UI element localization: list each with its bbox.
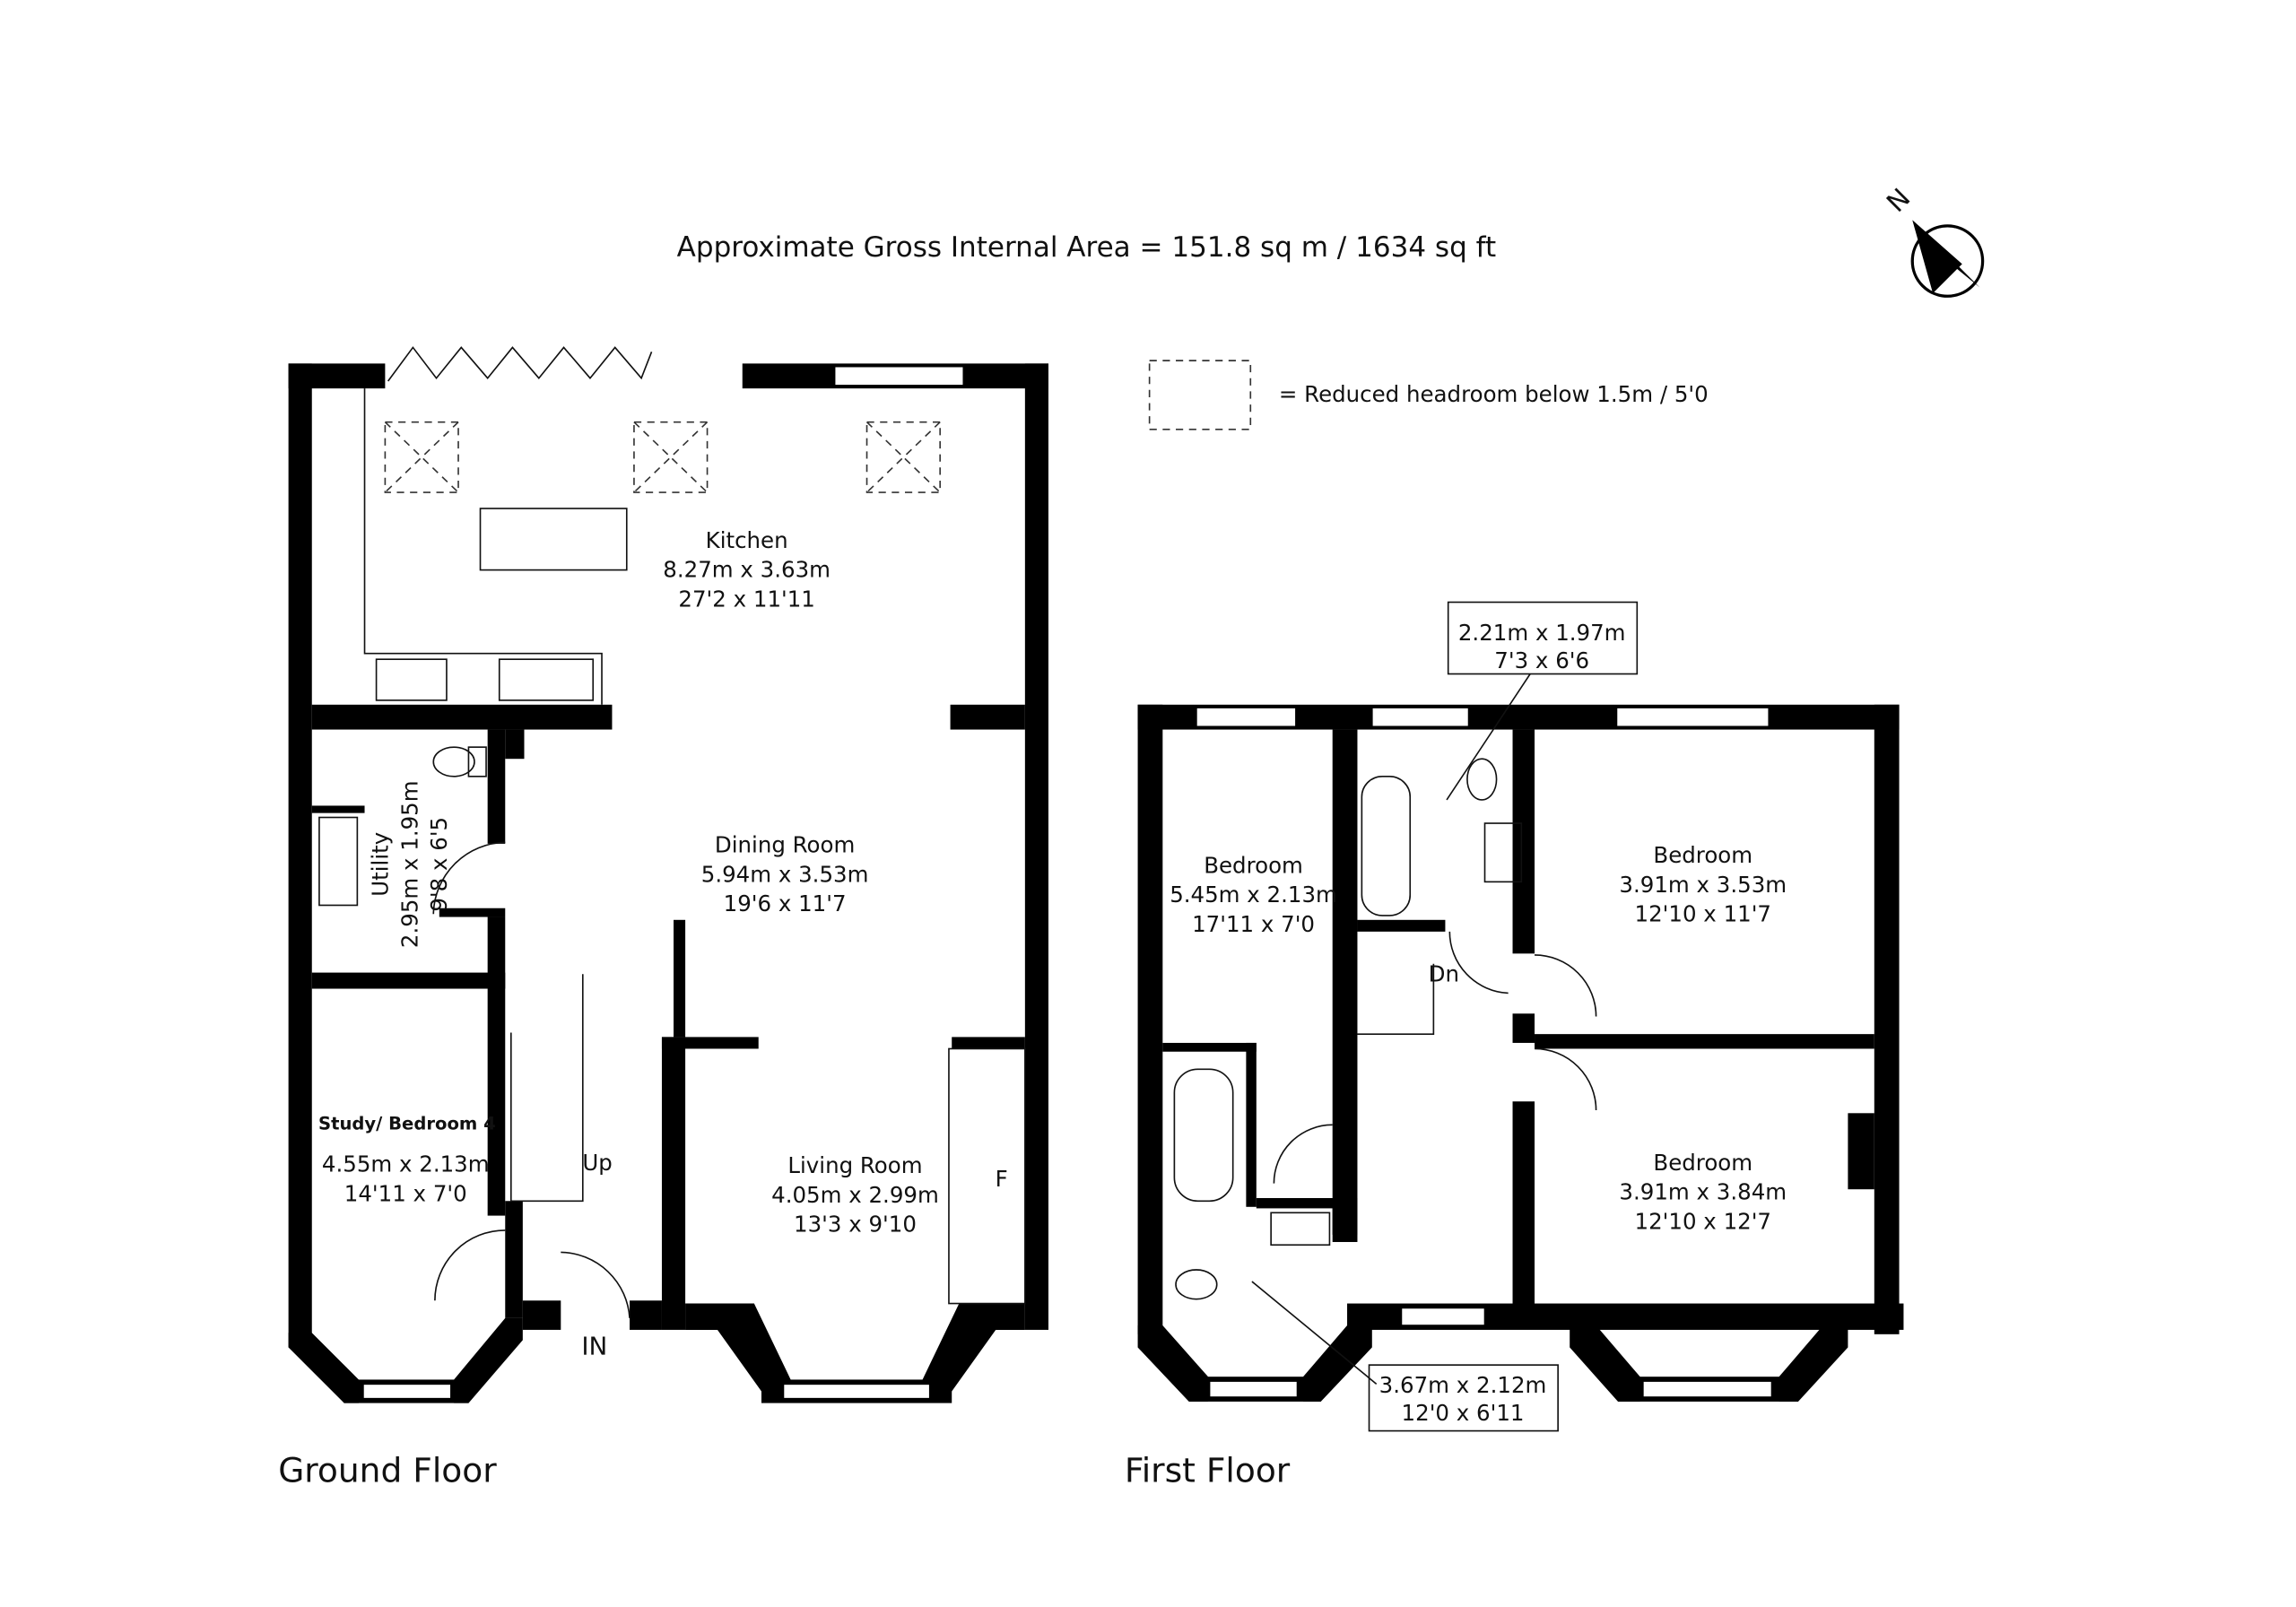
dining-room-label: Dining Room [715,832,855,858]
bath-icon [1361,775,1412,916]
living-room-imperial: 13'3 x 9'10 [794,1212,917,1238]
gross-area-title: Approximate Gross Internal Area = 151.8 … [677,231,1496,264]
stairs-down-label: Dn [1429,960,1459,986]
bedroom-bottom-right-metric: 3.91m x 3.84m [1619,1179,1787,1205]
skylight [384,421,459,493]
study-label: Study/ Bedroom 4 [318,1113,496,1134]
toilet-icon [1175,1269,1218,1300]
bedroom-bottom-right-imperial: 12'10 x 12'7 [1635,1208,1771,1234]
bathroom-metric: 2.21m x 1.97m [1458,620,1626,646]
bedroom-left-imperial: 17'11 x 7'0 [1192,911,1315,937]
dining-room-imperial: 19'6 x 11'7 [724,890,847,916]
bath-icon [1173,1068,1234,1203]
bedroom-left-label: Bedroom [1204,853,1303,879]
toilet-icon [432,746,487,777]
kitchen-label: Kitchen [706,527,788,553]
north-compass-icon: N [1881,183,1985,298]
bedroom-top-right-label: Bedroom [1653,842,1752,868]
ensuite-metric: 3.67m x 2.12m [1379,1372,1547,1398]
compass-north-label: N [1881,183,1917,219]
reduced-headroom-legend-swatch [1148,360,1252,430]
hob-icon [498,658,595,701]
study-imperial: 14'11 x 7'0 [344,1180,467,1206]
skylight [865,421,941,493]
kitchen-metric: 8.27m x 3.63m [663,557,831,583]
entrance-label: IN [581,1332,607,1361]
living-room-label: Living Room [787,1152,922,1178]
utility-label: Utility [368,832,394,897]
bathroom-imperial: 7'3 x 6'6 [1494,647,1589,673]
skylight [633,421,709,493]
ensuite-dimension-box [1368,1364,1559,1432]
bedroom-bottom-right-label: Bedroom [1653,1150,1752,1176]
living-room-metric: 4.05m x 2.99m [771,1182,939,1208]
bedroom-left-metric: 5.45m x 2.13m [1170,882,1337,908]
dining-room-metric: 5.94m x 3.53m [701,861,869,887]
bathroom-dimension-box [1447,601,1639,675]
first-floor-title: First Floor [1125,1451,1291,1490]
reduced-headroom-legend-text: = Reduced headroom below 1.5m / 5'0 [1279,381,1709,407]
bifold-door[interactable] [387,346,653,382]
study-metric: 4.55m x 2.13m [322,1151,490,1177]
ground-floor-title: Ground Floor [278,1451,497,1490]
first-floor-plan: 2.21m x 1.97m 7'3 x 6'6 3.67m x 2.12m 12… [1125,601,1904,1490]
utility-imperial: 9'8 x 6'5 [426,817,452,912]
kitchen-island [479,508,628,571]
toilet-icon [1466,758,1498,801]
ensuite-imperial: 12'0 x 6'11 [1402,1400,1525,1426]
fridge-label: F [996,1166,1008,1192]
utility-sink-icon [318,816,359,907]
bedroom-top-right-metric: 3.91m x 3.53m [1619,872,1787,898]
stairs-up-label: Up [582,1150,612,1176]
utility-metric: 2.95m x 1.95m [396,780,422,948]
basin-icon [1483,822,1523,883]
basin-icon [1270,1212,1331,1247]
ground-floor-plan: Kitchen 8.27m x 3.63m 27'2 x 11'11 Dinin… [278,346,1048,1490]
sink-icon [375,658,448,701]
kitchen-imperial: 27'2 x 11'11 [678,586,814,612]
bedroom-top-right-imperial: 12'10 x 11'7 [1635,900,1771,926]
